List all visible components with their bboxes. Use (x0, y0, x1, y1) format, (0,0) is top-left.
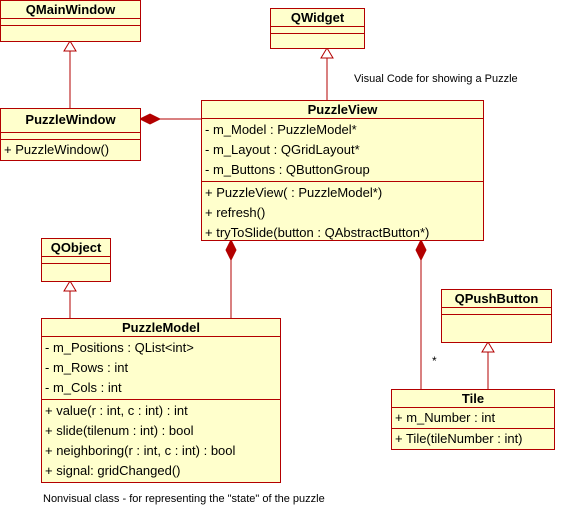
class-name: QPushButton (442, 290, 551, 308)
class-qpushbutton[interactable]: QPushButton (441, 289, 552, 343)
operations-section: + value(r : int, c : int) : int + slide(… (42, 400, 280, 482)
footer-note: Nonvisual class - for representing the "… (43, 493, 325, 505)
class-name: PuzzleWindow (1, 109, 140, 133)
attributes-section (1, 133, 140, 140)
attribute: - m_Rows : int (45, 360, 129, 375)
composition-diamond-tile (415, 238, 427, 262)
class-name: Tile (392, 390, 554, 408)
class-qobject[interactable]: QObject (41, 238, 111, 282)
operations-section (271, 34, 364, 40)
class-qmainwindow[interactable]: QMainWindow (0, 0, 141, 42)
operations-section (42, 264, 110, 270)
composition-diamond-model (225, 238, 237, 262)
attributes-section (1, 19, 140, 26)
operation: + slide(tilenum : int) : bool (45, 423, 194, 438)
attributes-section (442, 308, 551, 315)
attribute: - m_Cols : int (45, 380, 122, 395)
operation: + neighboring(r : int, c : int) : bool (45, 443, 236, 458)
operation: + refresh() (205, 205, 266, 220)
operation: + tryToSlide(button : QAbstractButton*) (205, 225, 430, 240)
operations-section (442, 315, 551, 321)
attributes-section: - m_Positions : QList<int> - m_Rows : in… (42, 337, 280, 400)
attributes-section (271, 27, 364, 34)
operations-section: + PuzzleWindow() (1, 140, 140, 159)
class-name: QMainWindow (1, 1, 140, 19)
class-puzzlewindow[interactable]: PuzzleWindow + PuzzleWindow() (0, 108, 141, 161)
attributes-section (42, 257, 110, 264)
operations-section: + Tile(tileNumber : int) (392, 429, 554, 449)
class-name: PuzzleView (202, 101, 483, 119)
attribute: + m_Number : int (395, 410, 496, 425)
attributes-section: - m_Model : PuzzleModel* - m_Layout : QG… (202, 119, 483, 182)
inherit-arrow-qmainwindow (63, 40, 77, 52)
inherit-arrow-qobject (63, 280, 77, 292)
operations-section: + PuzzleView( : PuzzleModel*) + refresh(… (202, 182, 483, 244)
attributes-section: + m_Number : int (392, 408, 554, 429)
attribute: - m_Model : PuzzleModel* (205, 122, 357, 137)
composition-diamond-window (138, 113, 162, 125)
title-note: Visual Code for showing a Puzzle (354, 73, 518, 85)
multiplicity-star: * (432, 354, 437, 368)
class-name: PuzzleModel (42, 319, 280, 337)
inherit-arrow-qwidget (320, 47, 334, 59)
attribute: - m_Positions : QList<int> (45, 340, 194, 355)
operation: + value(r : int, c : int) : int (45, 403, 188, 418)
operation: + PuzzleView( : PuzzleModel*) (205, 185, 383, 200)
class-qwidget[interactable]: QWidget (270, 8, 365, 49)
operation: + PuzzleWindow() (4, 142, 110, 157)
operation: + Tile(tileNumber : int) (395, 431, 523, 446)
attribute: - m_Layout : QGridLayout* (205, 142, 360, 157)
class-tile[interactable]: Tile + m_Number : int + Tile(tileNumber … (391, 389, 555, 450)
operation: + signal: gridChanged() (45, 463, 181, 478)
class-name: QWidget (271, 9, 364, 27)
class-puzzlemodel[interactable]: PuzzleModel - m_Positions : QList<int> -… (41, 318, 281, 483)
class-puzzleview[interactable]: PuzzleView - m_Model : PuzzleModel* - m_… (201, 100, 484, 241)
operations-section (1, 26, 140, 32)
attribute: - m_Buttons : QButtonGroup (205, 162, 370, 177)
class-name: QObject (42, 239, 110, 257)
inherit-arrow-qpushbutton (481, 341, 495, 353)
